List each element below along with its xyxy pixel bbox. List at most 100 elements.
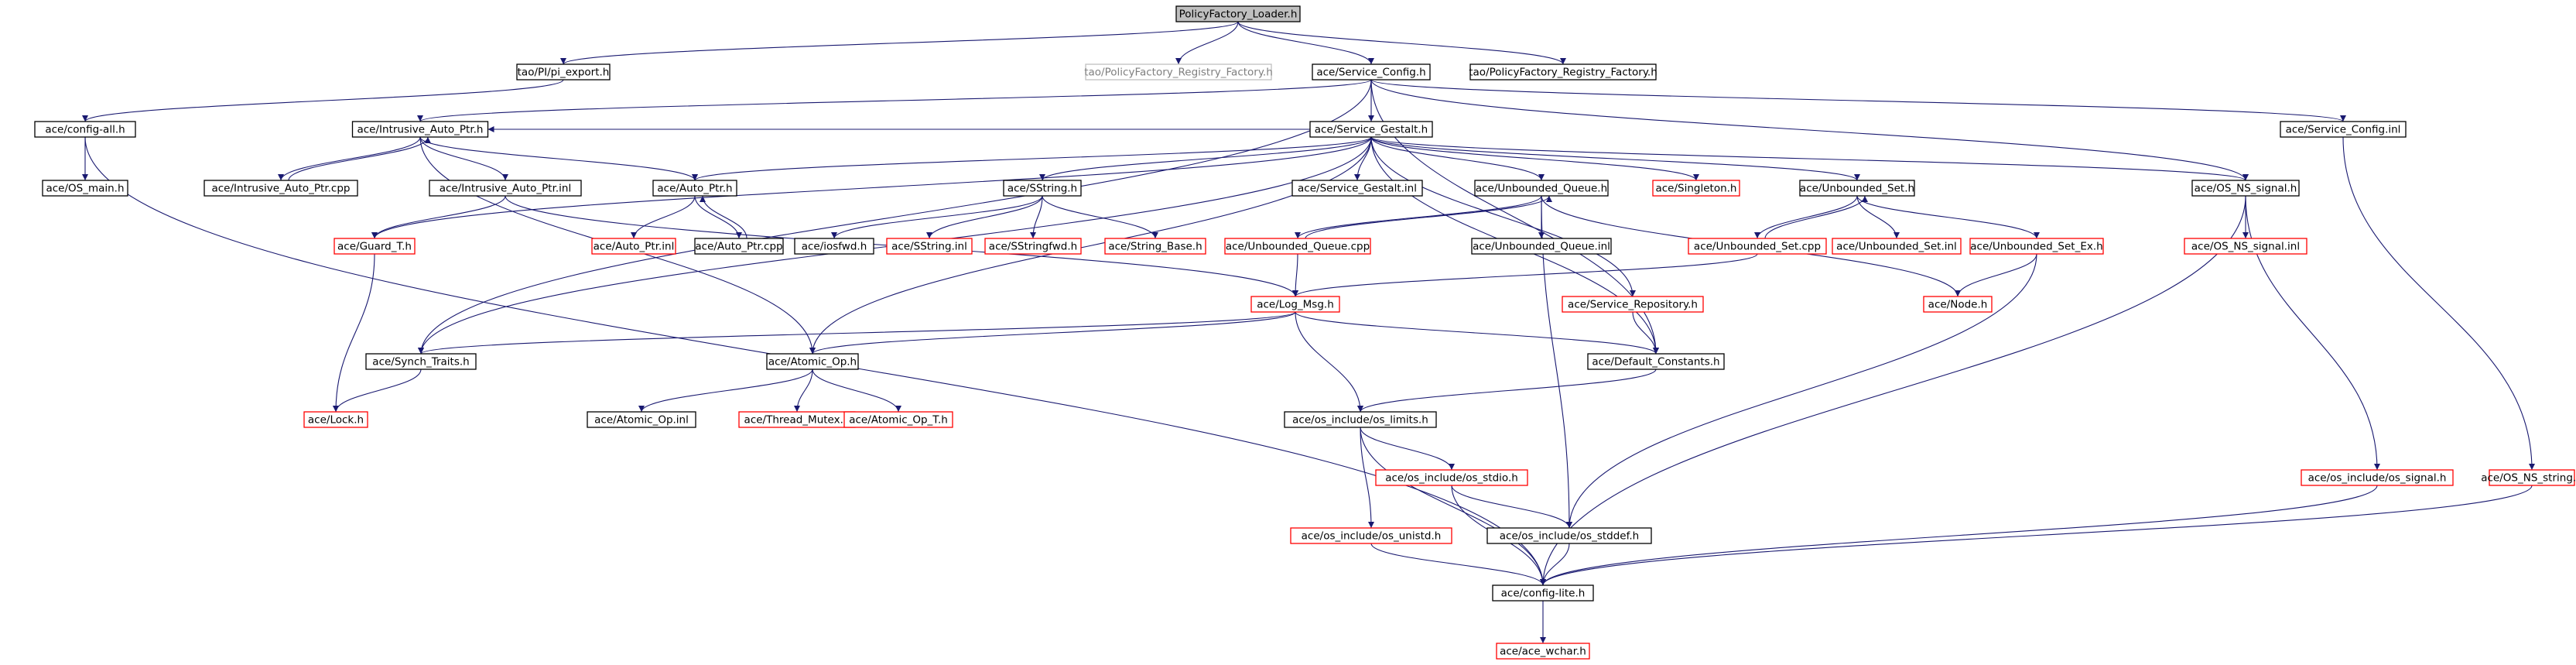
edge-service-gestalt-to-guard-t <box>371 136 1372 239</box>
graph-node-atomic-op[interactable]: ace/Atomic_Op.h <box>766 353 859 370</box>
graph-node-lock[interactable]: ace/Lock.h <box>303 411 368 428</box>
graph-node-service-gestalt[interactable]: ace/Service_Gestalt.h <box>1309 121 1433 138</box>
node-label: ace/os_include/os_unistd.h <box>1302 530 1442 543</box>
node-label: ace/OS_NS_signal.inl <box>2191 241 2300 253</box>
node-box <box>2301 469 2454 486</box>
node-label: ace/Synch_Traits.h <box>372 356 469 368</box>
edge-service-gestalt-to-auto-ptr <box>692 136 1372 181</box>
node-label: ace/Atomic_Op_T.h <box>849 414 948 427</box>
graph-node-iosfwd[interactable]: ace/iosfwd.h <box>794 238 874 255</box>
edge-os-unistd-to-config-lite <box>1370 543 1546 586</box>
edge-root-to-pi-export <box>560 21 1239 65</box>
node-box <box>1085 63 1272 81</box>
node-label: ace/iosfwd.h <box>802 241 867 253</box>
node-label: ace/config-lite.h <box>1501 588 1586 600</box>
node-label: ace/os_include/os_signal.h <box>2308 472 2447 485</box>
graph-node-os-ns-signal[interactable]: ace/OS_NS_signal.h <box>2191 180 2300 197</box>
edge-service-gestalt-to-os-ns-signal <box>1370 136 2249 181</box>
graph-node-unbounded-set-inl[interactable]: ace/Unbounded_Set.inl <box>1832 238 1962 255</box>
edge-atomic-op-to-thread-mutex <box>794 368 813 413</box>
graph-node-auto-ptr[interactable]: ace/Auto_Ptr.h <box>652 180 737 197</box>
graph-node-intrusive-ptr-inl[interactable]: ace/Intrusive_Auto_Ptr.inl <box>429 180 582 197</box>
graph-node-os-stdio[interactable]: ace/os_include/os_stdio.h <box>1375 469 1528 486</box>
graph-node-node[interactable]: ace/Node.h <box>1923 296 1993 313</box>
graph-node-singleton[interactable]: ace/Singleton.h <box>1652 180 1740 197</box>
node-box <box>2184 238 2307 255</box>
edge-atomic-op-to-atomic-op-t <box>812 368 901 413</box>
node-label: ace/Node.h <box>1928 299 1988 311</box>
node-box <box>1471 238 1612 255</box>
node-label: ace/Auto_Ptr.cpp <box>695 241 782 253</box>
graph-node-unbounded-queue-inl[interactable]: ace/Unbounded_Queue.inl <box>1471 238 1612 255</box>
graph-node-auto-ptr-cpp[interactable]: ace/Auto_Ptr.cpp <box>694 238 784 255</box>
edge-root-to-reg-factory <box>1237 21 1566 65</box>
graph-node-sstringfwd[interactable]: ace/SStringfwd.h <box>984 238 1082 255</box>
graph-node-os-ns-signal-inl[interactable]: ace/OS_NS_signal.inl <box>2184 238 2307 255</box>
edge-sstring-to-iosfwd <box>831 195 1043 239</box>
edge-unbounded-set-ex-to-node <box>1955 253 2037 297</box>
graph-node-sstring-inl[interactable]: ace/SString.inl <box>886 238 973 255</box>
edge-unbounded-set-to-unbounded-set-cpp <box>1754 195 1858 239</box>
graph-node-root[interactable]: PolicyFactory_Loader.h <box>1175 5 1301 22</box>
node-label: ace/Service_Config.inl <box>2286 124 2401 136</box>
graph-node-os-stddef[interactable]: ace/os_include/os_stddef.h <box>1486 527 1652 544</box>
node-box <box>2191 180 2300 197</box>
node-box <box>1832 238 1962 255</box>
edge-synch-traits-to-lock <box>333 368 422 413</box>
graph-node-os-main[interactable]: ace/OS_main.h <box>42 180 128 197</box>
graph-node-guard-t[interactable]: ace/Guard_T.h <box>334 238 416 255</box>
node-label: ace/Default_Constants.h <box>1592 356 1719 368</box>
graph-node-log-msg[interactable]: ace/Log_Msg.h <box>1250 296 1340 313</box>
node-label: tao/PolicyFactory_Registry_Factory.h <box>1084 67 1273 79</box>
graph-node-service-config-inl[interactable]: ace/Service_Config.inl <box>2280 121 2407 138</box>
graph-node-atomic-op-inl[interactable]: ace/Atomic_Op.inl <box>587 411 696 428</box>
graph-node-ace-wchar[interactable]: ace/ace_wchar.h <box>1496 643 1590 660</box>
edge-log-msg-to-os-limits <box>1295 311 1363 413</box>
node-label: ace/Singleton.h <box>1655 183 1736 195</box>
graph-node-intrusive-ptr-cpp[interactable]: ace/Intrusive_Auto_Ptr.cpp <box>204 180 358 197</box>
node-label: ace/Unbounded_Set.h <box>1800 183 1914 195</box>
node-label: ace/Lock.h <box>308 414 364 427</box>
graph-node-intrusive-ptr[interactable]: ace/Intrusive_Auto_Ptr.h <box>351 121 489 138</box>
graph-node-unbounded-queue[interactable]: ace/Unbounded_Queue.h <box>1474 180 1609 197</box>
node-box <box>766 353 859 370</box>
node-box <box>886 238 973 255</box>
node-box <box>1291 180 1423 197</box>
graph-node-reg-factory[interactable]: tao/PolicyFactory_Registry_Factory.h <box>1469 63 1657 81</box>
graph-node-service-gestalt-inl[interactable]: ace/Service_Gestalt.inl <box>1291 180 1423 197</box>
graph-node-pi-export[interactable]: tao/PI/pi_export.h <box>516 63 611 81</box>
node-box <box>1923 296 1993 313</box>
graph-node-unbounded-set[interactable]: ace/Unbounded_Set.h <box>1799 180 1915 197</box>
graph-node-sstring[interactable]: ace/SString.h <box>1003 180 1082 197</box>
graph-node-os-signal[interactable]: ace/os_include/os_signal.h <box>2301 469 2454 486</box>
graph-node-config-lite[interactable]: ace/config-lite.h <box>1492 584 1594 602</box>
node-label: ace/Guard_T.h <box>337 241 412 253</box>
edge-intrusive-ptr-to-intrusive-ptr-inl <box>419 136 508 181</box>
graph-node-reg-factory-ext[interactable]: tao/PolicyFactory_Registry_Factory.h <box>1084 63 1273 81</box>
graph-node-default-constants[interactable]: ace/Default_Constants.h <box>1587 353 1725 370</box>
graph-node-service-config[interactable]: ace/Service_Config.h <box>1312 63 1431 81</box>
node-label: ace/Intrusive_Auto_Ptr.cpp <box>211 183 350 195</box>
node-label: ace/os_include/os_stddef.h <box>1500 530 1639 543</box>
node-box <box>1003 180 1082 197</box>
graph-node-synch-traits[interactable]: ace/Synch_Traits.h <box>365 353 477 370</box>
graph-node-unbounded-queue-cpp[interactable]: ace/Unbounded_Queue.cpp <box>1224 238 1371 255</box>
graph-node-unbounded-set-ex[interactable]: ace/Unbounded_Set_Ex.h <box>1969 238 2104 255</box>
graph-node-config-all[interactable]: ace/config-all.h <box>34 121 136 138</box>
graph-node-service-repository[interactable]: ace/Service_Repository.h <box>1562 296 1704 313</box>
graph-node-os-ns-string[interactable]: ace/OS_NS_string.h <box>2481 469 2576 486</box>
node-label: ace/Unbounded_Set_Ex.h <box>1970 241 2102 253</box>
graph-node-atomic-op-t[interactable]: ace/Atomic_Op_T.h <box>843 411 953 428</box>
node-box <box>2280 121 2407 138</box>
graph-node-os-unistd[interactable]: ace/os_include/os_unistd.h <box>1290 527 1452 544</box>
node-label: ace/Unbounded_Set.inl <box>1836 241 1957 253</box>
graph-node-string-base[interactable]: ace/String_Base.h <box>1104 238 1206 255</box>
graph-node-auto-ptr-inl[interactable]: ace/Auto_Ptr.inl <box>591 238 676 255</box>
node-label: ace/Auto_Ptr.inl <box>594 241 675 253</box>
graph-node-thread-mutex[interactable]: ace/Thread_Mutex.h <box>738 411 856 428</box>
graph-node-unbounded-set-cpp[interactable]: ace/Unbounded_Set.cpp <box>1688 238 1827 255</box>
edge-sstring-to-sstringfwd <box>1030 195 1043 239</box>
node-box <box>587 411 696 428</box>
graph-node-os-limits[interactable]: ace/os_include/os_limits.h <box>1284 411 1437 428</box>
node-label: ace/os_include/os_stdio.h <box>1385 472 1518 485</box>
